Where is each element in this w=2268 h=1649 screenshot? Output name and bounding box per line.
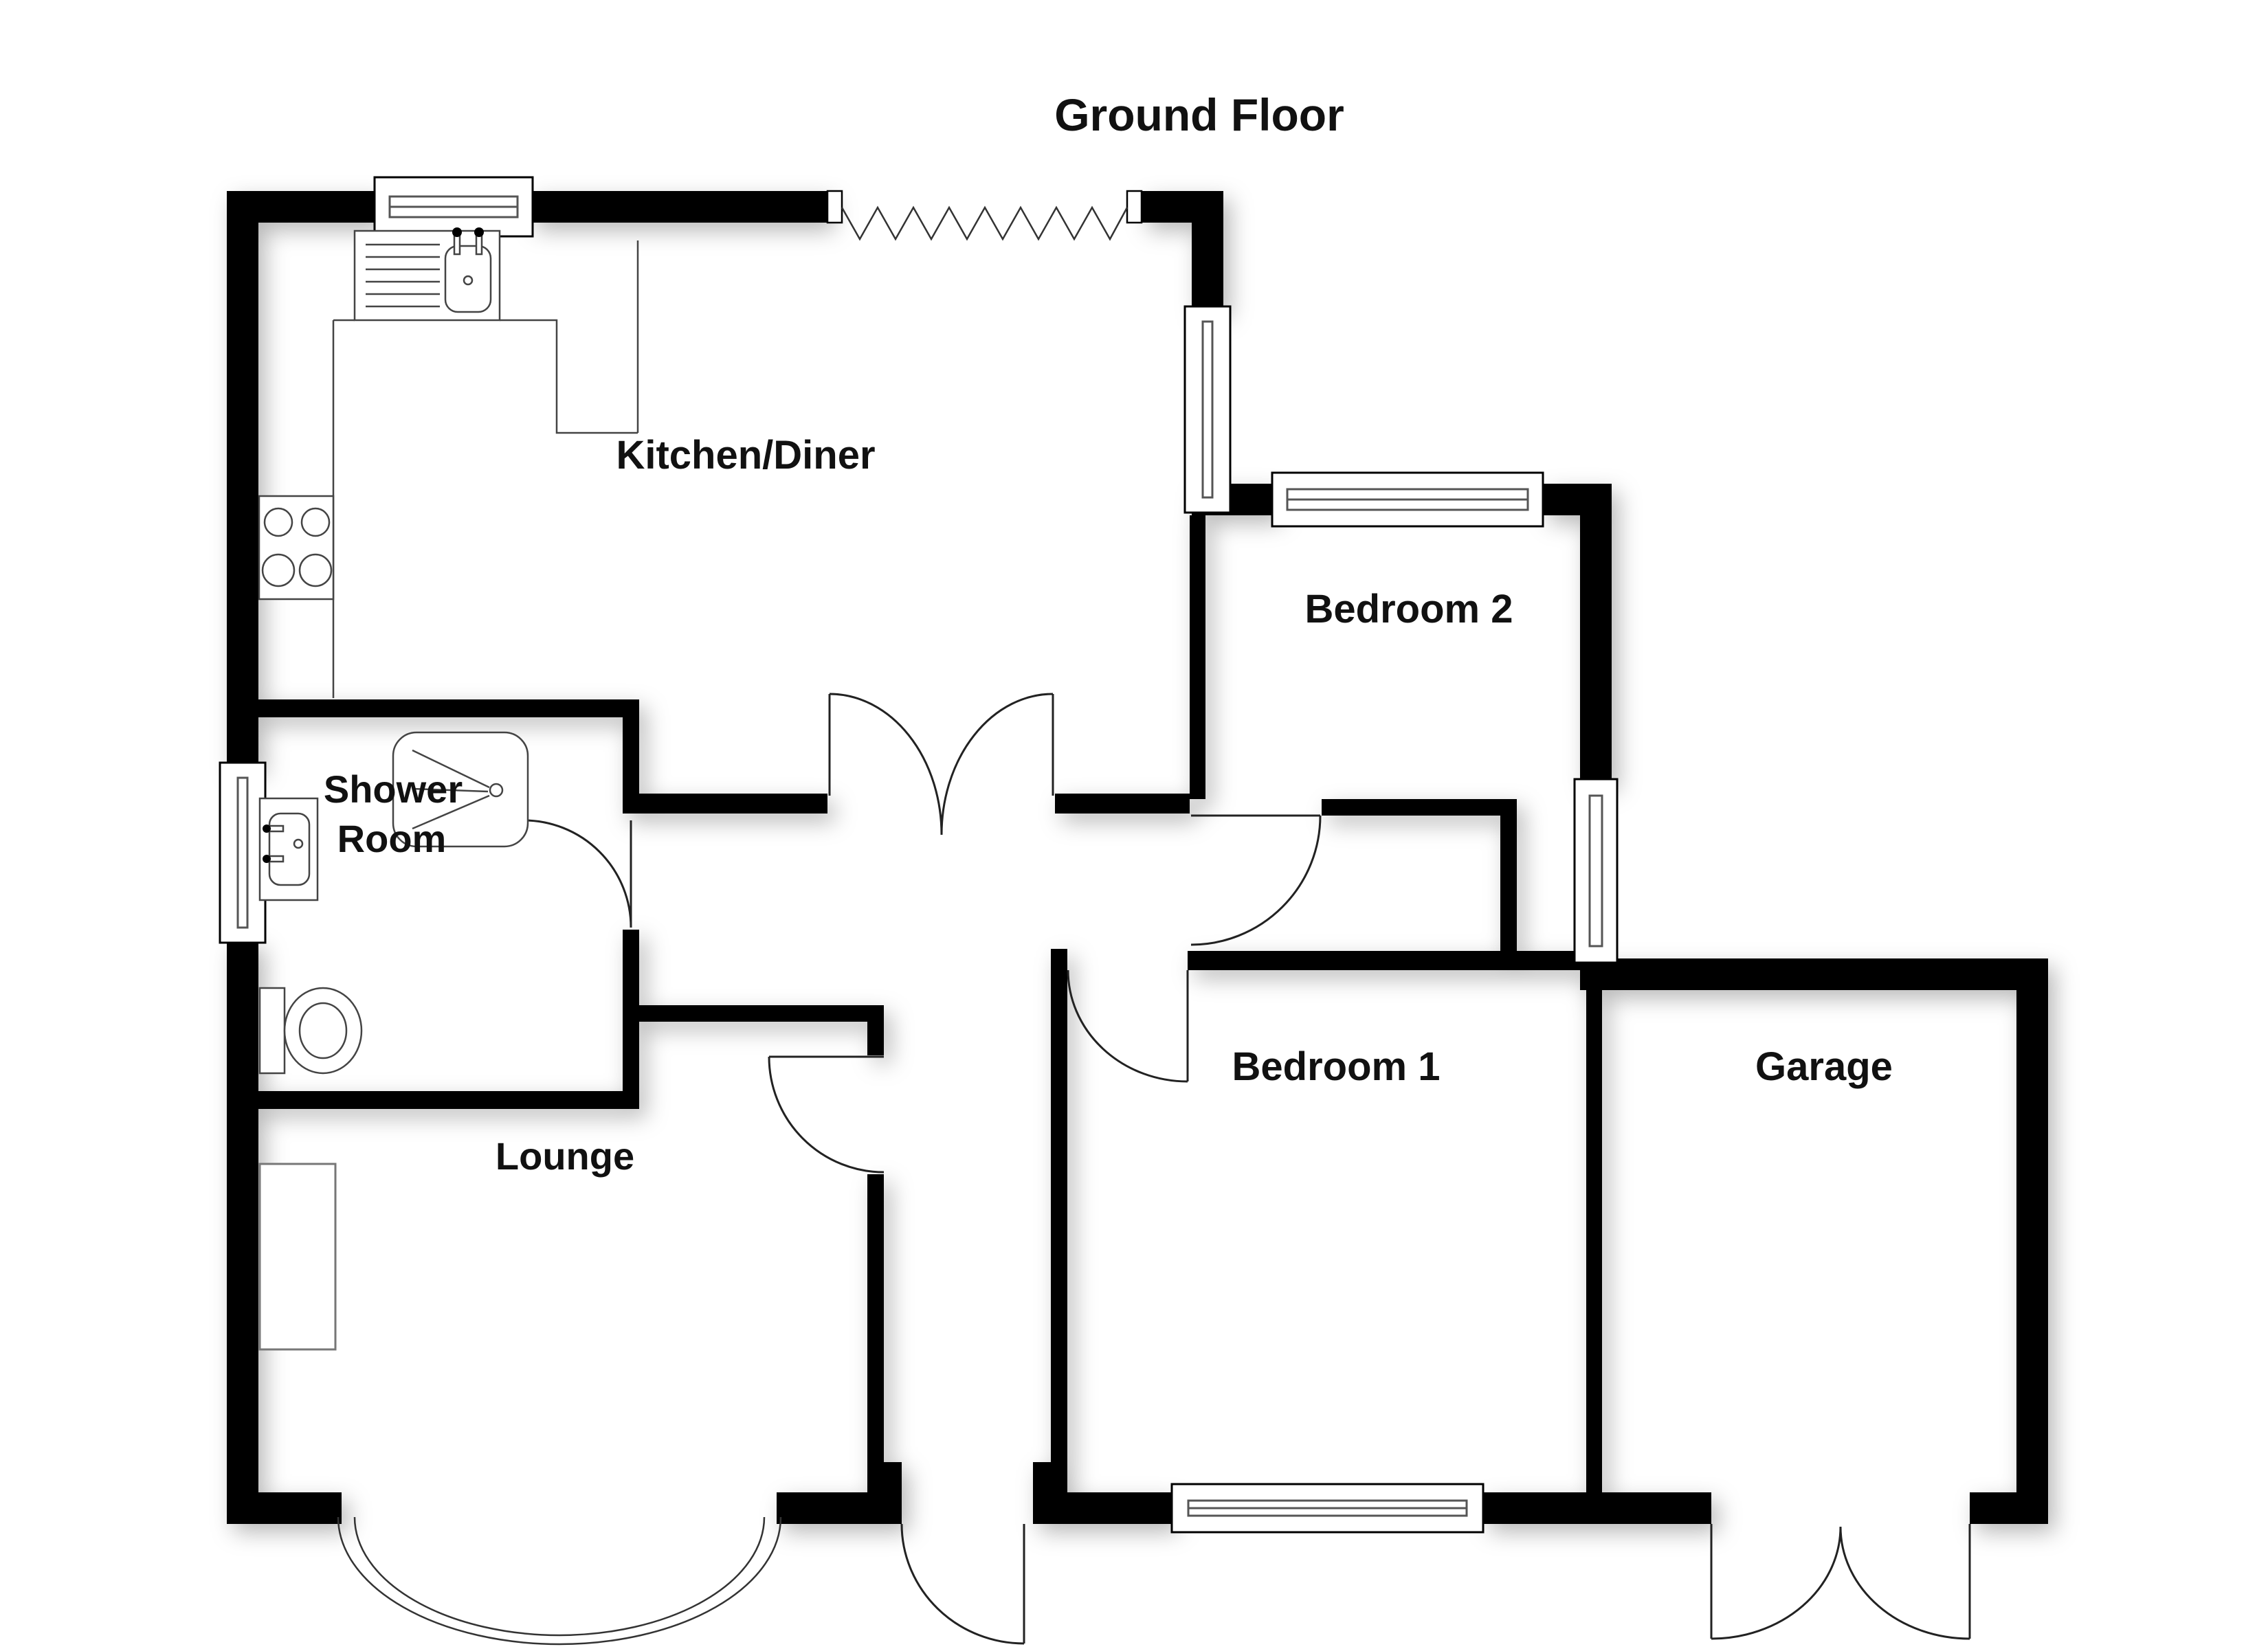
drain-icon <box>463 275 474 286</box>
wall-segment <box>1190 515 1205 799</box>
shower-room-window <box>219 761 267 944</box>
front-door <box>900 1523 1025 1645</box>
wash-basin <box>258 797 319 901</box>
sink-bowl <box>444 245 492 313</box>
room-label-garage: Garage <box>1755 1044 1893 1089</box>
wall-segment <box>1192 223 1223 311</box>
wall-segment <box>1580 515 1612 783</box>
wall-segment <box>777 1492 902 1524</box>
plan-title: Ground Floor <box>1054 89 1344 140</box>
wall-segment <box>867 1022 884 1055</box>
opening-jamb <box>826 190 843 224</box>
wall-segment <box>227 1091 639 1109</box>
bedroom1-door <box>1067 969 1189 1083</box>
wall-segment <box>623 716 639 799</box>
wall-segment <box>227 191 258 768</box>
wall-segment <box>1322 799 1517 816</box>
kitchen-sink-unit <box>353 227 501 322</box>
wall-segment <box>1543 484 1612 515</box>
bedroom2-door <box>1190 814 1322 946</box>
room-label-bedroom2: Bedroom 2 <box>1305 587 1513 631</box>
wall-segment <box>2016 958 2048 1524</box>
bedroom1-window <box>1170 1483 1485 1534</box>
wall-segment <box>1500 799 1517 958</box>
kitchen-window <box>373 176 534 238</box>
burner-icon <box>300 507 331 537</box>
wall-segment <box>1033 1492 1172 1524</box>
wall-segment <box>623 794 827 814</box>
hall-double-doors <box>828 693 1054 835</box>
door-jamb-stub <box>884 1462 902 1492</box>
garage-double-doors <box>1710 1524 1971 1640</box>
lounge-door <box>768 1055 885 1174</box>
tap-dot-icon <box>452 227 462 237</box>
wall-segment <box>1580 958 2048 990</box>
bedroom2-side-window <box>1573 778 1619 964</box>
room-label-bedroom1: Bedroom 1 <box>1232 1044 1441 1089</box>
burner-icon <box>261 553 296 587</box>
shower-tray <box>392 731 529 848</box>
drain-icon <box>489 783 504 798</box>
burner-icon <box>298 553 333 587</box>
lounge-furniture <box>258 1163 337 1351</box>
opening-jamb <box>1126 190 1143 224</box>
drain-icon <box>293 838 304 849</box>
wall-segment <box>529 191 827 223</box>
door-jamb-stub <box>1033 1462 1051 1492</box>
bedroom2-window <box>1271 471 1544 528</box>
concertina-door-zigzag <box>841 205 1129 241</box>
wall-segment <box>258 699 639 717</box>
kitchen-side-window <box>1183 305 1232 514</box>
room-label-shower-line1: Shower <box>324 767 463 811</box>
wall-segment <box>1483 1492 1711 1524</box>
room-label-kitchen: Kitchen/Diner <box>616 433 875 478</box>
bay-window <box>337 1516 782 1646</box>
wall-segment <box>1051 949 1067 1492</box>
wall-segment <box>1970 1492 2048 1524</box>
wall-segment <box>1188 951 1586 970</box>
wall-segment <box>623 1005 884 1022</box>
burner-icon <box>263 507 293 537</box>
hob <box>258 495 335 601</box>
tap-icon <box>475 234 483 256</box>
tap-dot-icon <box>263 824 271 833</box>
wall-segment <box>1586 970 1602 1492</box>
tap-dot-icon <box>474 227 484 237</box>
room-label-lounge: Lounge <box>496 1134 634 1178</box>
tap-icon <box>453 234 461 256</box>
tap-dot-icon <box>263 855 271 863</box>
wall-segment <box>1055 794 1190 814</box>
room-label-shower-line2: Room <box>337 817 447 860</box>
wall-segment <box>1142 191 1223 223</box>
shower-room-door <box>523 819 632 928</box>
walls <box>227 191 2048 1524</box>
toilet <box>258 987 363 1075</box>
wall-segment <box>227 1492 342 1524</box>
wall-segment <box>867 1174 884 1492</box>
wall-segment <box>227 940 258 1524</box>
